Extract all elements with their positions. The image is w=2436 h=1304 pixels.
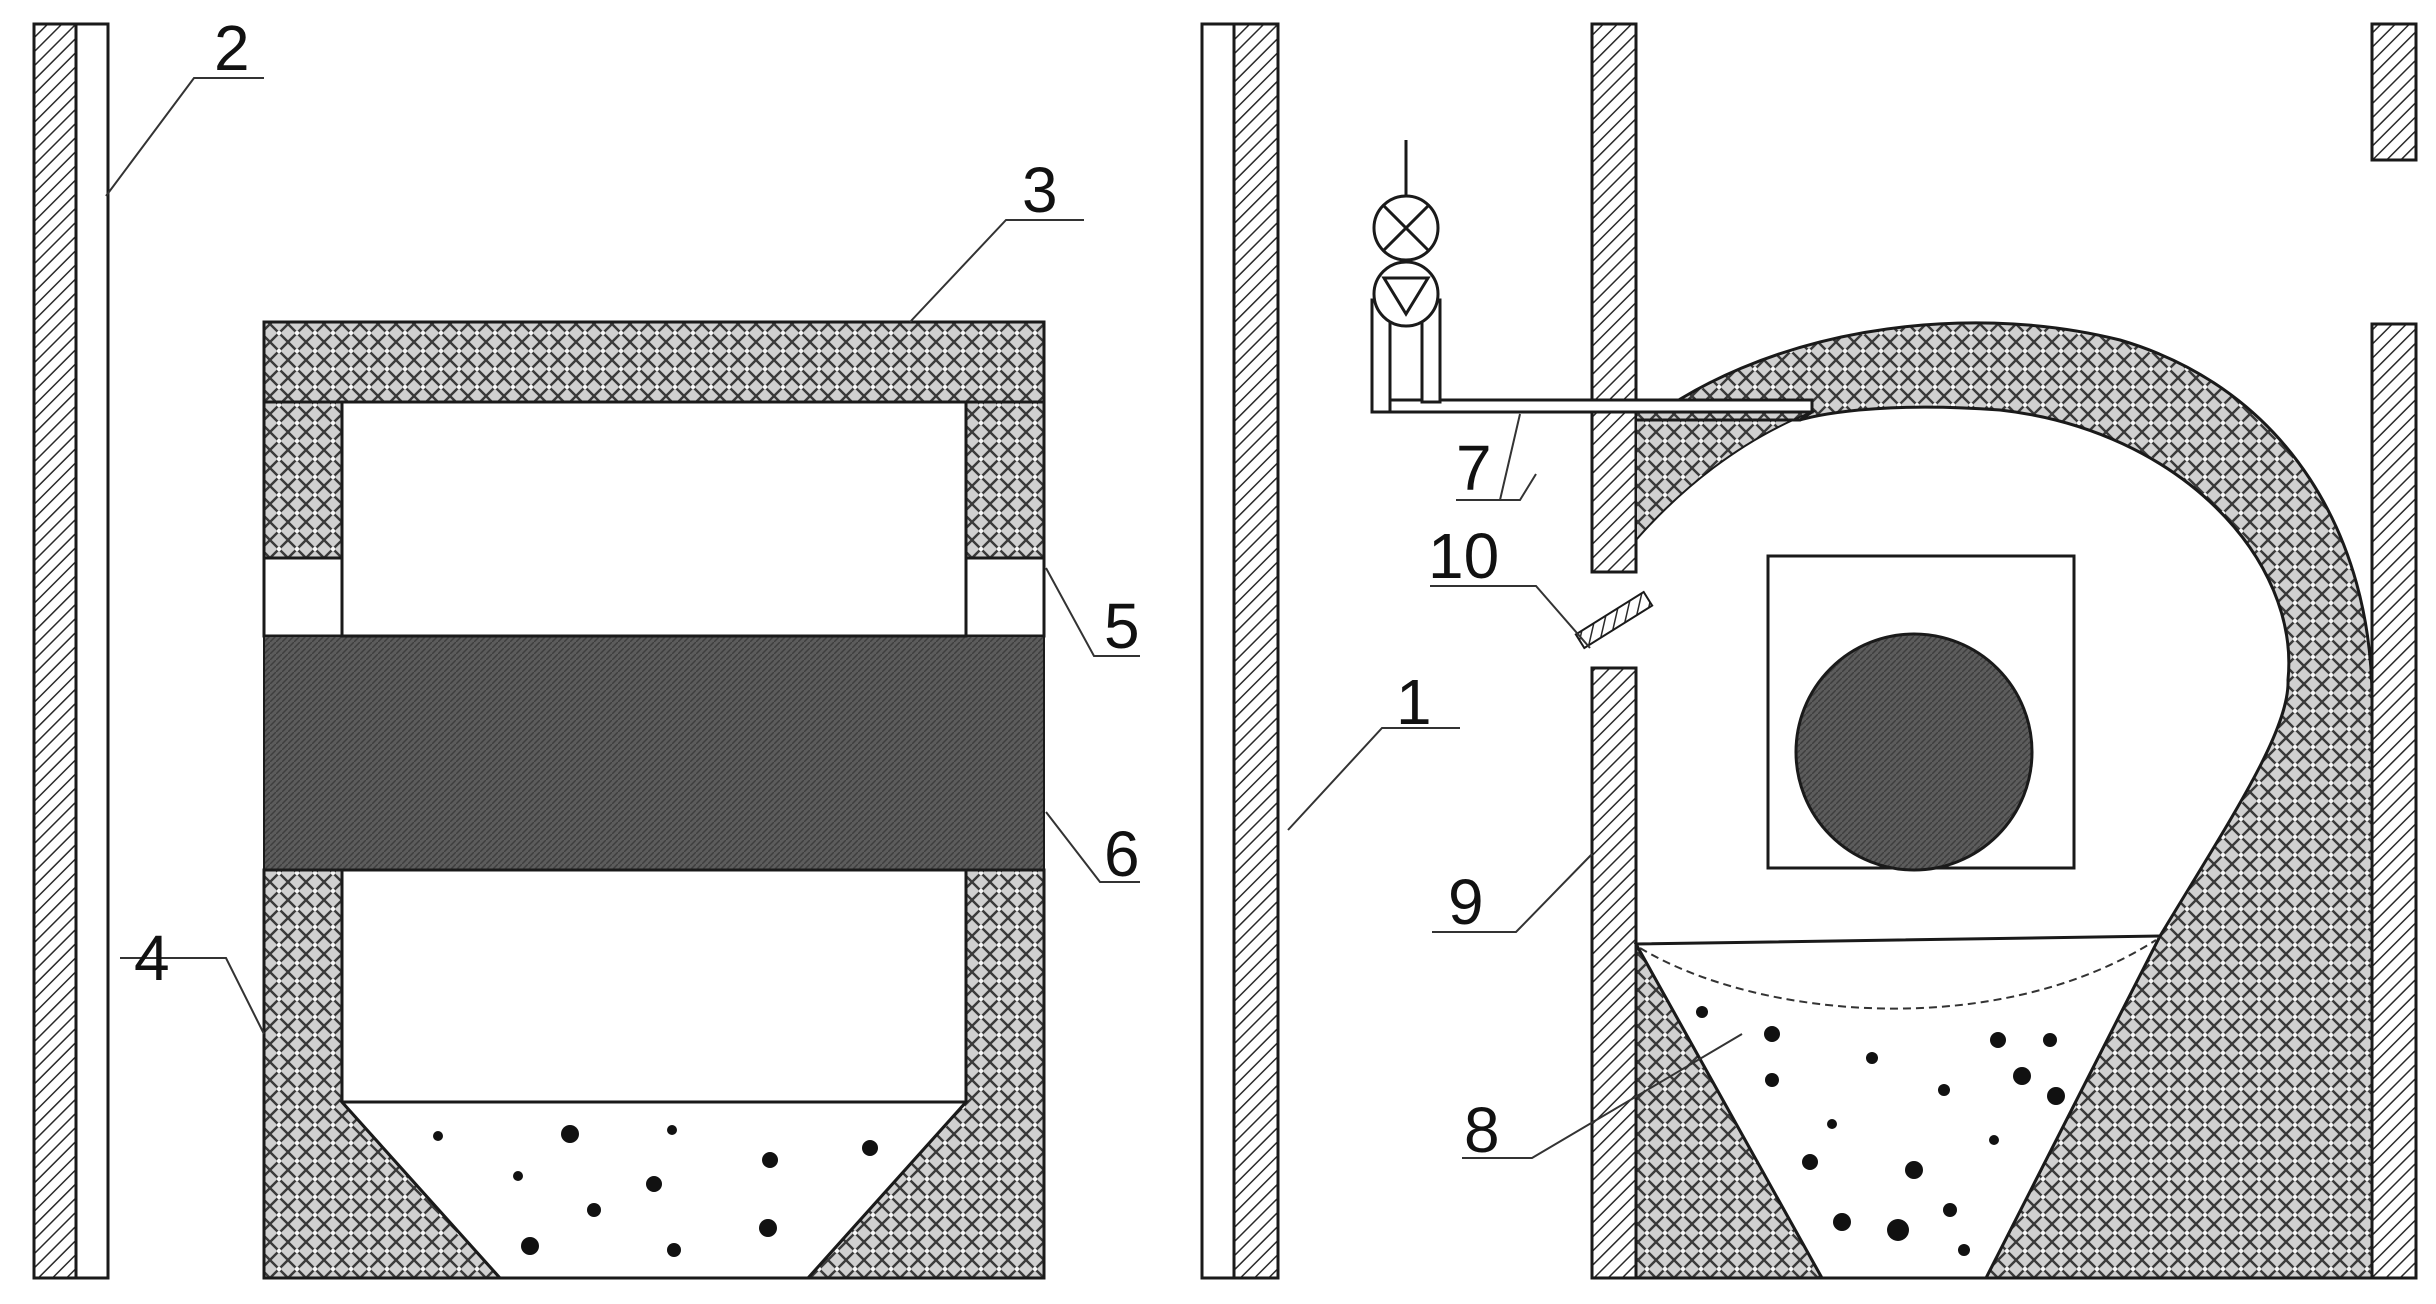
label-2: 2: [214, 12, 250, 84]
far-wall-lower: [2370, 322, 2418, 1280]
label-3: 3: [1022, 154, 1058, 226]
label-6: 6: [1104, 818, 1140, 890]
housing-top: [262, 320, 1046, 404]
gap-right: [964, 556, 1046, 638]
label-10: 10: [1428, 520, 1499, 592]
gap-left: [262, 556, 344, 638]
bed-surface-dashed: [1639, 939, 2157, 1010]
label-9: 9: [1448, 866, 1484, 938]
valve-icon: [1372, 194, 1440, 262]
housing-upper-right: [964, 400, 1046, 560]
flap: [1574, 590, 1654, 650]
heating-band: [263, 635, 1045, 871]
housing-upper-left: [262, 400, 344, 560]
inner-chamber-bottom: [340, 868, 968, 1104]
granular-bed-right: [1633, 934, 2163, 1280]
housing-lower-right: [804, 868, 1046, 1280]
particles-left: [433, 1125, 878, 1257]
outer-wall-right-view: [1200, 22, 1280, 1280]
rotating-drum: [1794, 632, 2034, 872]
outer-wall-left: [32, 22, 110, 1280]
fan-icon: [1372, 260, 1440, 328]
label-5: 5: [1104, 590, 1140, 662]
channel-wall-lower: [1590, 666, 1638, 1280]
leader-lines: [105, 77, 1743, 1159]
label-7: 7: [1456, 432, 1492, 504]
particles-right: [1696, 1006, 2065, 1256]
channel-wall-upper: [1590, 22, 1638, 574]
label-1: 1: [1396, 666, 1432, 738]
label-4: 4: [134, 922, 170, 994]
far-wall-upper: [2370, 22, 2418, 162]
scroll-lip: [1635, 408, 1813, 543]
scroll-housing: [1634, 321, 2374, 1280]
inner-chamber-top: [340, 400, 968, 638]
label-8: 8: [1464, 1094, 1500, 1166]
